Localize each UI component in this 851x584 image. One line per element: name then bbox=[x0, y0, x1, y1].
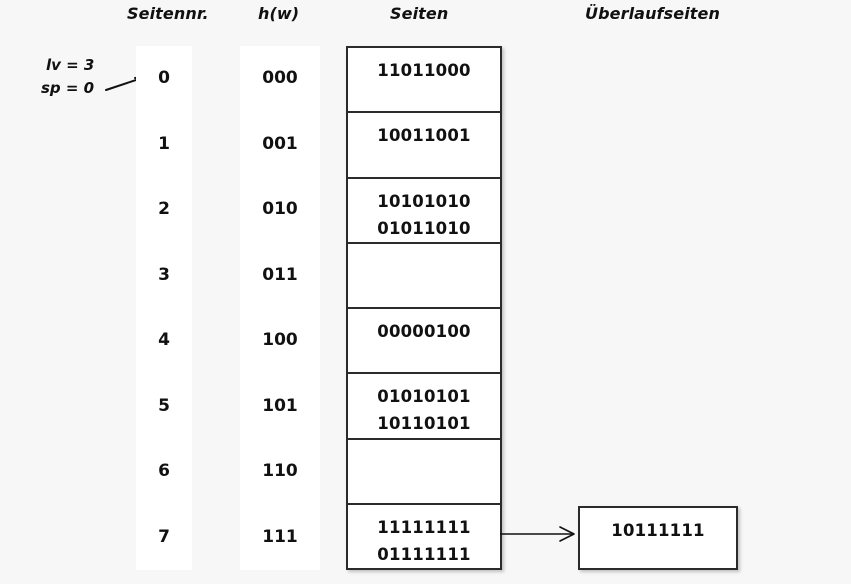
hash-cell: 100 bbox=[262, 330, 298, 350]
page-entry: 10110101 bbox=[377, 414, 471, 434]
seitennr-column: 0 1 2 3 4 5 6 7 bbox=[136, 46, 192, 570]
seitennr-cell: 4 bbox=[158, 330, 170, 350]
seitennr-cell: 2 bbox=[158, 199, 170, 219]
seitennr-cell: 0 bbox=[158, 68, 170, 88]
hash-cell: 111 bbox=[262, 526, 298, 547]
seitennr-column-band bbox=[136, 46, 192, 570]
pages-table: 11011000 10011001 10101010 01011010 0000… bbox=[346, 46, 502, 570]
page-entry: 01111111 bbox=[377, 544, 471, 564]
hash-column-band bbox=[240, 46, 320, 570]
column-header-seiten: Seiten bbox=[390, 4, 449, 23]
page-entry: 00000100 bbox=[377, 322, 471, 341]
hash-cell: 001 bbox=[262, 133, 298, 154]
hash-cell: 010 bbox=[262, 199, 298, 219]
page-cell: 11111111 01111111 bbox=[348, 505, 500, 568]
hash-column: 000 001 010 011 100 101 110 111 bbox=[240, 46, 320, 570]
column-header-ueberlaufseiten: Überlaufseiten bbox=[585, 4, 720, 23]
hash-cell: 101 bbox=[262, 395, 298, 416]
page-cell: 10101010 01011010 bbox=[348, 179, 500, 244]
overflow-page-box: 10111111 bbox=[578, 506, 738, 570]
annotation-split-pointer: sp = 0 bbox=[41, 79, 95, 97]
page-cell: 11011000 bbox=[348, 48, 500, 114]
overflow-page-entry: 10111111 bbox=[611, 521, 705, 540]
hash-cell: 011 bbox=[262, 264, 298, 285]
page-entry: 10101010 bbox=[377, 191, 471, 211]
seitennr-cell: 5 bbox=[158, 395, 170, 416]
seitennr-cell: 3 bbox=[158, 264, 170, 285]
page-entry: 01011010 bbox=[377, 218, 471, 238]
page-cell-empty bbox=[348, 440, 500, 505]
overflow-arrow-icon bbox=[500, 526, 575, 542]
page-cell: 10011001 bbox=[348, 113, 500, 179]
annotation-level: lv = 3 bbox=[46, 56, 95, 74]
seitennr-cell: 1 bbox=[158, 133, 170, 154]
page-entry: 11011000 bbox=[377, 61, 471, 80]
page-entry: 11111111 bbox=[377, 517, 471, 537]
column-header-hash: h(w) bbox=[258, 4, 300, 23]
page-cell: 01010101 10110101 bbox=[348, 374, 500, 440]
column-header-seitennr: Seitennr. bbox=[127, 4, 209, 23]
seitennr-cell: 7 bbox=[158, 526, 170, 547]
page-cell: 00000100 bbox=[348, 309, 500, 375]
page-cell-empty bbox=[348, 244, 500, 309]
page-entry: 10011001 bbox=[377, 126, 471, 146]
seitennr-cell: 6 bbox=[158, 461, 170, 481]
page-entry: 01010101 bbox=[377, 387, 471, 407]
hash-cell: 000 bbox=[262, 68, 298, 88]
hash-cell: 110 bbox=[262, 461, 298, 481]
